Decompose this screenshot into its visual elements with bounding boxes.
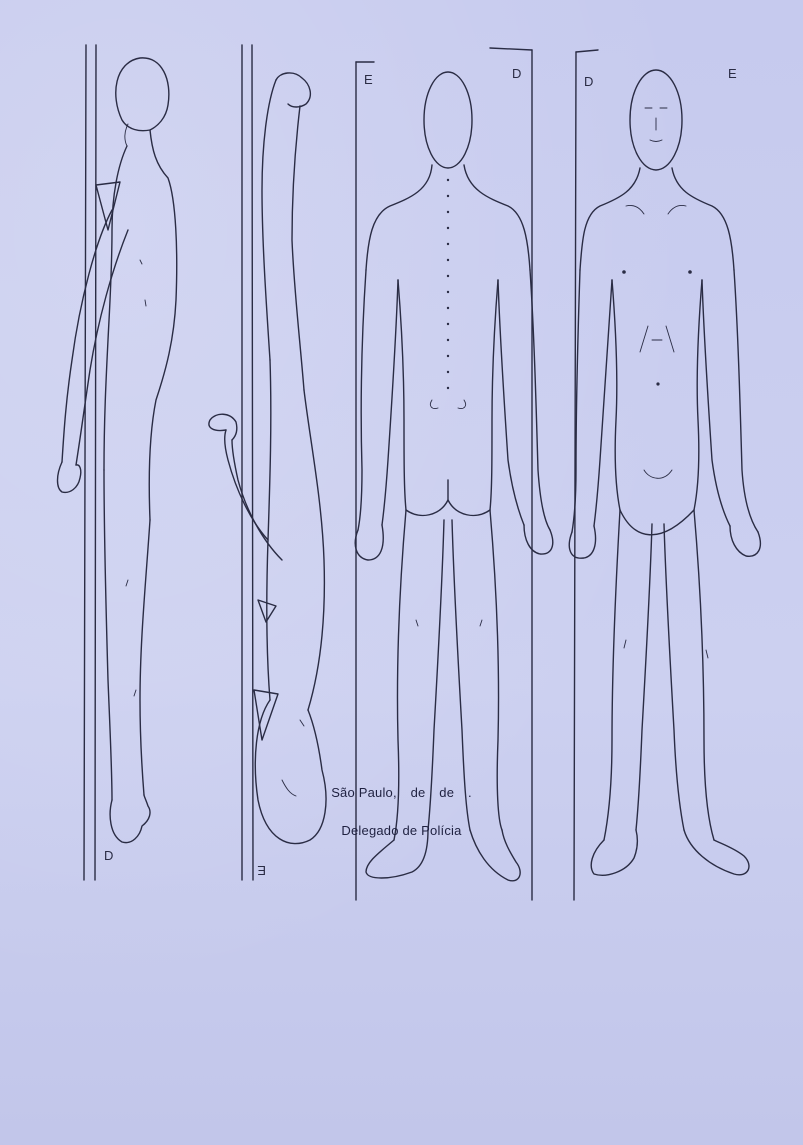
- left-leg-inner: [428, 520, 444, 830]
- spine-dots: [447, 179, 449, 389]
- figure-lateral-right: E: [209, 45, 326, 880]
- right-arm-inner: [702, 280, 730, 526]
- leg-back: [262, 80, 276, 360]
- figure-label-back-left: E: [364, 72, 373, 87]
- foot-outline: [276, 73, 310, 107]
- navel: [656, 382, 659, 385]
- left-nipple: [622, 270, 626, 274]
- leg-front: [292, 106, 304, 390]
- footer-city: São Paulo,: [331, 785, 397, 800]
- left-hand: [569, 526, 595, 558]
- footer-date-line: São Paulo, de de .: [0, 785, 803, 800]
- right-nipple: [688, 270, 692, 274]
- figure-lateral-left: D: [58, 45, 177, 880]
- footer-de-2: de: [439, 785, 454, 800]
- arm-outline: [225, 430, 268, 540]
- figure-label-back-right: D: [512, 66, 521, 81]
- head-outline: [116, 58, 169, 131]
- figure-front-view: D E: [569, 50, 760, 900]
- figure-label-right: E: [257, 863, 266, 878]
- figure-label-left: D: [104, 848, 113, 863]
- left-arm-inner: [594, 280, 612, 526]
- body-front-line: [304, 390, 324, 710]
- body-back-line: [104, 146, 127, 470]
- figure-label-front-right: E: [728, 66, 737, 81]
- right-arm-outer: [530, 270, 550, 530]
- leg-front: [140, 520, 150, 795]
- right-shoulder: [672, 168, 734, 270]
- buttocks-line: [406, 500, 490, 515]
- face-features: [645, 108, 667, 142]
- right-arm-inner: [498, 280, 524, 525]
- body-front-line: [149, 130, 176, 520]
- measuring-rod-outer: [84, 45, 86, 880]
- head-outline: [424, 72, 472, 168]
- right-hand: [524, 525, 553, 554]
- hand-outline: [209, 414, 237, 440]
- right-leg-inner: [452, 520, 470, 830]
- footer-de-1: de: [411, 785, 426, 800]
- measuring-rod-inner: [95, 45, 96, 880]
- leg-back: [104, 470, 112, 800]
- left-shoulder: [366, 165, 432, 270]
- right-shoulder: [464, 165, 530, 270]
- footer-signature-line: Delegado de Polícia: [0, 823, 803, 838]
- abdomen-lines: [640, 326, 674, 352]
- groin-line: [620, 510, 694, 535]
- hand-outline: [58, 462, 81, 492]
- left-arm-inner: [382, 280, 398, 525]
- right-hand: [730, 526, 760, 556]
- body-back-line: [267, 360, 271, 700]
- measuring-rod-inner: [252, 45, 253, 880]
- left-arm-outer: [358, 270, 366, 530]
- figure-label-front-left: D: [584, 74, 593, 89]
- clavicles: [626, 205, 686, 214]
- right-leg-outer: [490, 510, 502, 830]
- left-shoulder: [580, 168, 640, 270]
- left-hand: [355, 525, 383, 560]
- figure-back-view: E D: [355, 48, 553, 900]
- footer-period: .: [468, 785, 472, 800]
- right-arm-outer: [734, 270, 758, 532]
